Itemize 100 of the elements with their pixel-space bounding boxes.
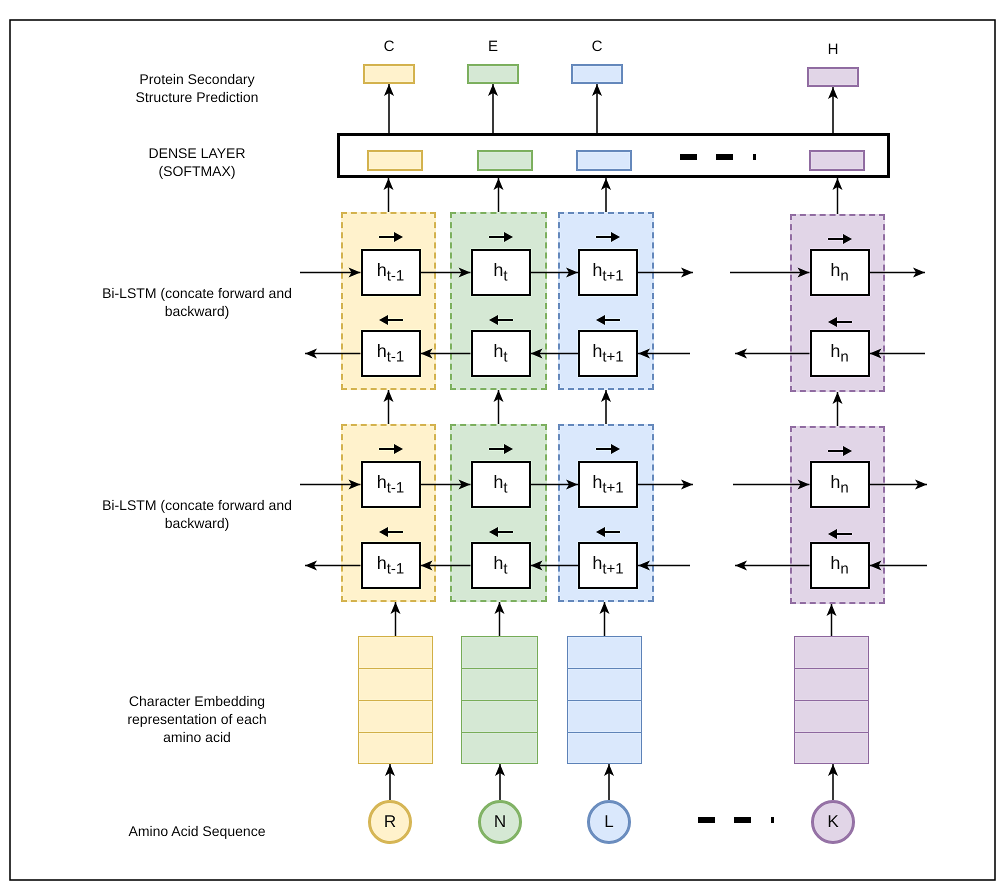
hidden-state-box (360, 249, 420, 296)
hidden-state-box (360, 330, 420, 377)
hidden-state-box (360, 461, 420, 508)
arrow (600, 602, 610, 636)
arrow (604, 764, 614, 800)
arrow (638, 480, 693, 490)
row-label: Bi-LSTM (concate forward and backward) (101, 496, 293, 532)
amino-acid-circle (478, 800, 522, 844)
hidden-state-label: h$_{t}$ (493, 472, 508, 497)
amino-acid-circle (811, 800, 855, 844)
row-label: DENSE LAYER (SOFTMAX) (148, 144, 246, 180)
hidden-state-box (578, 330, 638, 377)
amino-acid-circle (368, 800, 412, 844)
arrow (828, 764, 838, 800)
arrow (530, 348, 578, 358)
arrow (420, 480, 470, 490)
class-label: C (590, 38, 604, 56)
hidden-state-label: h$_{t-1}$ (376, 341, 404, 366)
amino-acid-letter: N (494, 812, 506, 832)
hidden-state-label: h$_{n}$ (830, 260, 849, 285)
dense-unit-box (367, 150, 423, 171)
bilstm-unit-panel (790, 426, 885, 604)
bilstm-unit-panel (558, 424, 654, 602)
arrow (832, 392, 842, 426)
arrow (870, 560, 927, 570)
arrow (638, 268, 693, 278)
arrow (488, 84, 498, 133)
arrow (601, 178, 611, 212)
hidden-state-label: h$_{t+1}$ (592, 553, 624, 578)
embedding-vector (794, 636, 869, 764)
hidden-state-box (470, 330, 530, 377)
bilstm-unit-panel (341, 212, 436, 390)
amino-acid-letter: K (827, 812, 839, 832)
hidden-state-label: h$_{t-1}$ (376, 553, 404, 578)
row-label: Bi-LSTM (concate forward and backward) (101, 284, 293, 320)
row-label: Amino Acid Sequence (128, 822, 266, 840)
arrow (384, 178, 394, 212)
arrow (638, 348, 690, 358)
arrow (870, 268, 925, 278)
dense-layer-box (337, 133, 890, 178)
arrow (601, 390, 611, 424)
bilstm-unit-panel (790, 214, 885, 392)
arrow (530, 268, 578, 278)
hidden-state-box (470, 249, 530, 296)
arrow (300, 268, 360, 278)
arrow (826, 604, 836, 636)
bilstm-unit-panel (558, 212, 654, 390)
arrow (870, 480, 927, 490)
hidden-state-label: h$_{n}$ (830, 472, 849, 497)
embedding-vector (358, 636, 433, 764)
hidden-state-box (578, 542, 638, 589)
arrow (495, 764, 505, 800)
hidden-state-box (810, 330, 870, 377)
dense-unit-box (576, 150, 632, 171)
arrow (530, 560, 578, 570)
hidden-state-box (578, 461, 638, 508)
arrow (390, 602, 400, 636)
arrow (300, 480, 360, 490)
arrow (385, 764, 395, 800)
hidden-state-box (810, 542, 870, 589)
bilstm-unit-panel (450, 424, 547, 602)
hidden-state-label: h$_{n}$ (830, 341, 849, 366)
hidden-state-label: h$_{t+1}$ (592, 260, 624, 285)
hidden-state-label: h$_{n}$ (830, 553, 849, 578)
arrow (735, 348, 810, 358)
embedding-vector (567, 636, 642, 764)
amino-acid-letter: L (604, 812, 614, 832)
bilstm-unit-panel (450, 212, 547, 390)
arrow (730, 268, 810, 278)
hidden-state-label: h$_{t}$ (493, 260, 508, 285)
arrow (494, 390, 504, 424)
row-label: Character Embedding representation of each amino acid (126, 692, 268, 746)
amino-acid-letter: R (384, 812, 396, 832)
arrow (305, 348, 360, 358)
arrow (384, 390, 394, 424)
hidden-state-box (578, 249, 638, 296)
dense-unit-box (809, 150, 865, 171)
arrow (384, 84, 394, 133)
class-label: H (826, 41, 840, 59)
hidden-state-box (810, 461, 870, 508)
row-label: Protein Secondary Structure Prediction (134, 70, 260, 106)
hidden-state-label: h$_{t-1}$ (376, 260, 404, 285)
class-label: C (382, 38, 396, 56)
arrow (420, 348, 470, 358)
arrow (530, 480, 578, 490)
arrow (420, 560, 470, 570)
arrow (832, 178, 842, 214)
hidden-state-label: h$_{t-1}$ (376, 472, 404, 497)
arrow (870, 348, 925, 358)
hidden-state-box (470, 542, 530, 589)
hidden-state-label: h$_{t+1}$ (592, 341, 624, 366)
hidden-state-box (810, 249, 870, 296)
bilstm-unit-panel (341, 424, 436, 602)
hidden-state-label: h$_{t}$ (493, 341, 508, 366)
arrow (305, 560, 360, 570)
arrow (735, 560, 810, 570)
arrow (828, 87, 838, 133)
dense-unit-box (477, 150, 533, 171)
hidden-state-box (360, 542, 420, 589)
hidden-state-label: h$_{t}$ (493, 553, 508, 578)
